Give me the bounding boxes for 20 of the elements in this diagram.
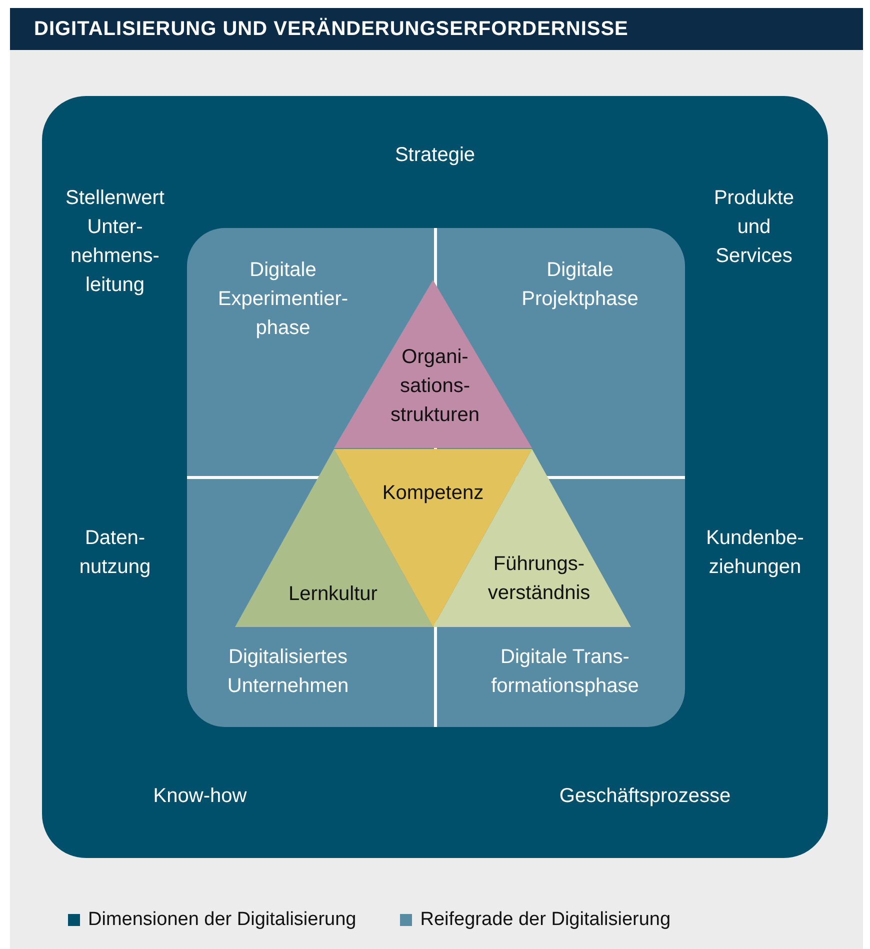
stage-label: Digitale Experimentier- phase [216,258,350,341]
stage-label: Digitalisiertes Unternehmen [226,645,350,699]
triangle-label: Lernkultur [288,582,378,607]
stage-label: Digitale Projektphase [520,258,640,312]
dimension-label: Strategie [394,143,476,168]
triangle-label: Führungs- verständnis [486,552,592,606]
dimension-label: Kundenbe- ziehungen [705,526,805,580]
legend-label: Reifegrade der Digitalisierung [420,908,671,932]
dimension-label: Know-how [152,784,248,809]
triangle-label: Kompetenz [381,481,485,506]
triangle-label: Organi- sations- strukturen [390,345,480,428]
dimension-label: Geschäftsprozesse [558,784,732,809]
legend-label: Dimensionen der Digitalisierung [88,908,356,932]
dimensions-panel [42,96,828,858]
title: DIGITALISIERUNG UND VERÄNDERUNGSERFORDERNISSE [34,16,628,42]
dimension-label: Produkte und Services [712,186,796,269]
stage-label: Digitale Trans- formationsphase [490,645,640,699]
dimension-label: Stellenwert Unter- nehmens- leitung [64,186,166,298]
maturity-panel [187,228,685,727]
dimension-label: Daten- nutzung [78,526,152,580]
